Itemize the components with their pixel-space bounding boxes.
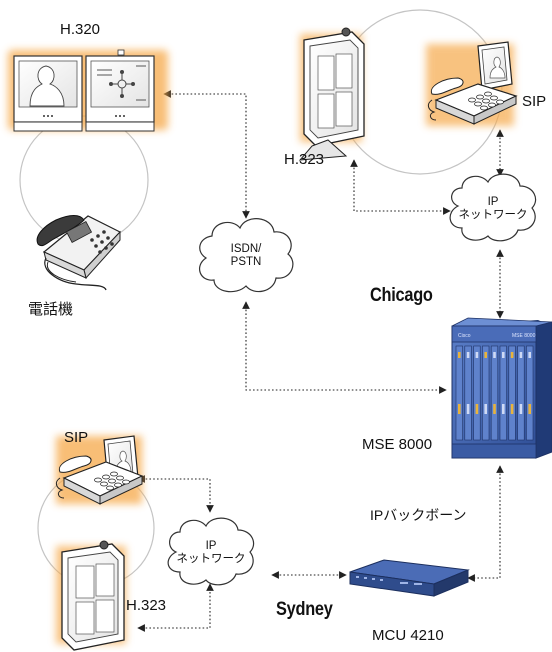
mse-blade (490, 345, 499, 441)
label-h323-chicago: H.323 (284, 151, 325, 168)
mse-brand-text: Cisco (458, 333, 471, 339)
mse-blade-led (510, 352, 514, 358)
mse-blade (482, 345, 490, 441)
cloud-ip-chicago-line1: IP (487, 196, 499, 208)
link-mse-mcu (467, 465, 504, 582)
telephone (36, 215, 121, 291)
cloud-ip-network-sydney (167, 517, 255, 586)
mcu-4210-device (349, 559, 470, 597)
h323-monitor-sydney (56, 540, 126, 651)
mse-blade-led (466, 352, 470, 358)
mse-blade-led (493, 352, 496, 358)
mse-blade-led (510, 404, 514, 414)
mse-blade (517, 345, 525, 441)
cloud-ip-sydney-line1: IP (205, 540, 217, 552)
label-ip-backbone: IPバックボーン (370, 507, 467, 523)
label-city-chicago: Chicago (370, 285, 433, 306)
cloud-isdn-line2: PSTN (230, 256, 262, 268)
link-sip-ipnet-sydney (137, 475, 214, 513)
h320-system (8, 49, 168, 132)
mse-blade-led (458, 404, 461, 414)
cloud-ip-chicago-line2: ネットワーク (458, 209, 528, 221)
mse-blade-led (493, 404, 496, 414)
label-city-sydney: Sydney (276, 599, 333, 620)
links (137, 90, 504, 632)
mse-blade-led (519, 404, 523, 414)
mse-blade-slots (455, 345, 534, 441)
mse-blade (455, 345, 463, 441)
mse-model-text: MSE 8000 (512, 333, 536, 339)
mse-blade-led (519, 352, 523, 358)
cloud-ip-network-chicago (449, 173, 537, 242)
mse-blade (473, 345, 481, 441)
label-telephone: 電話機 (28, 301, 74, 318)
mse-8000-chassis: Cisco MSE 8000 (451, 317, 552, 459)
mse-blade-led (475, 352, 479, 358)
mse-blade-led (484, 352, 487, 358)
cloud-isdn-label: ISDN/ PSTN (231, 243, 262, 269)
mse-blade (526, 345, 534, 441)
mse-blade-led (484, 404, 487, 414)
link-h320-isdn (163, 90, 250, 219)
mse-blade-led (528, 404, 531, 414)
mse-blade-led (475, 404, 479, 414)
sip-phone-sydney (55, 435, 144, 505)
label-sip-sydney: SIP (64, 429, 89, 446)
cloud-ip-sydney-label: IP ネットワーク (177, 540, 246, 566)
mse-blade (499, 345, 507, 441)
mse-blade-led (528, 352, 531, 358)
link-isdn-mse (242, 301, 447, 394)
cloud-isdn-line1: ISDN/ (230, 243, 262, 255)
h323-monitor-chicago (298, 27, 365, 161)
mse-blade-led (502, 352, 505, 358)
label-mse-8000: MSE 8000 (362, 436, 433, 453)
sip-phone-chicago (426, 41, 518, 126)
cloud-ip-chicago-label: IP ネットワーク (459, 196, 528, 222)
label-mcu-4210: MCU 4210 (372, 627, 444, 644)
mse-blade-led (458, 352, 461, 358)
label-h323-sydney: H.323 (126, 597, 167, 614)
mse-blade (464, 345, 472, 441)
link-h323-ipnet-chicago (350, 159, 451, 215)
cloud-ip-sydney-line2: ネットワーク (176, 553, 246, 565)
cloud-isdn-pstn (198, 218, 294, 293)
mse-blade (508, 345, 516, 441)
link-h323-ipnet-sydney (137, 583, 214, 632)
mse-blade-led (466, 404, 470, 414)
label-sip-chicago: SIP (522, 93, 547, 110)
mse-blade-led (502, 404, 505, 414)
label-h320: H.320 (60, 21, 101, 38)
